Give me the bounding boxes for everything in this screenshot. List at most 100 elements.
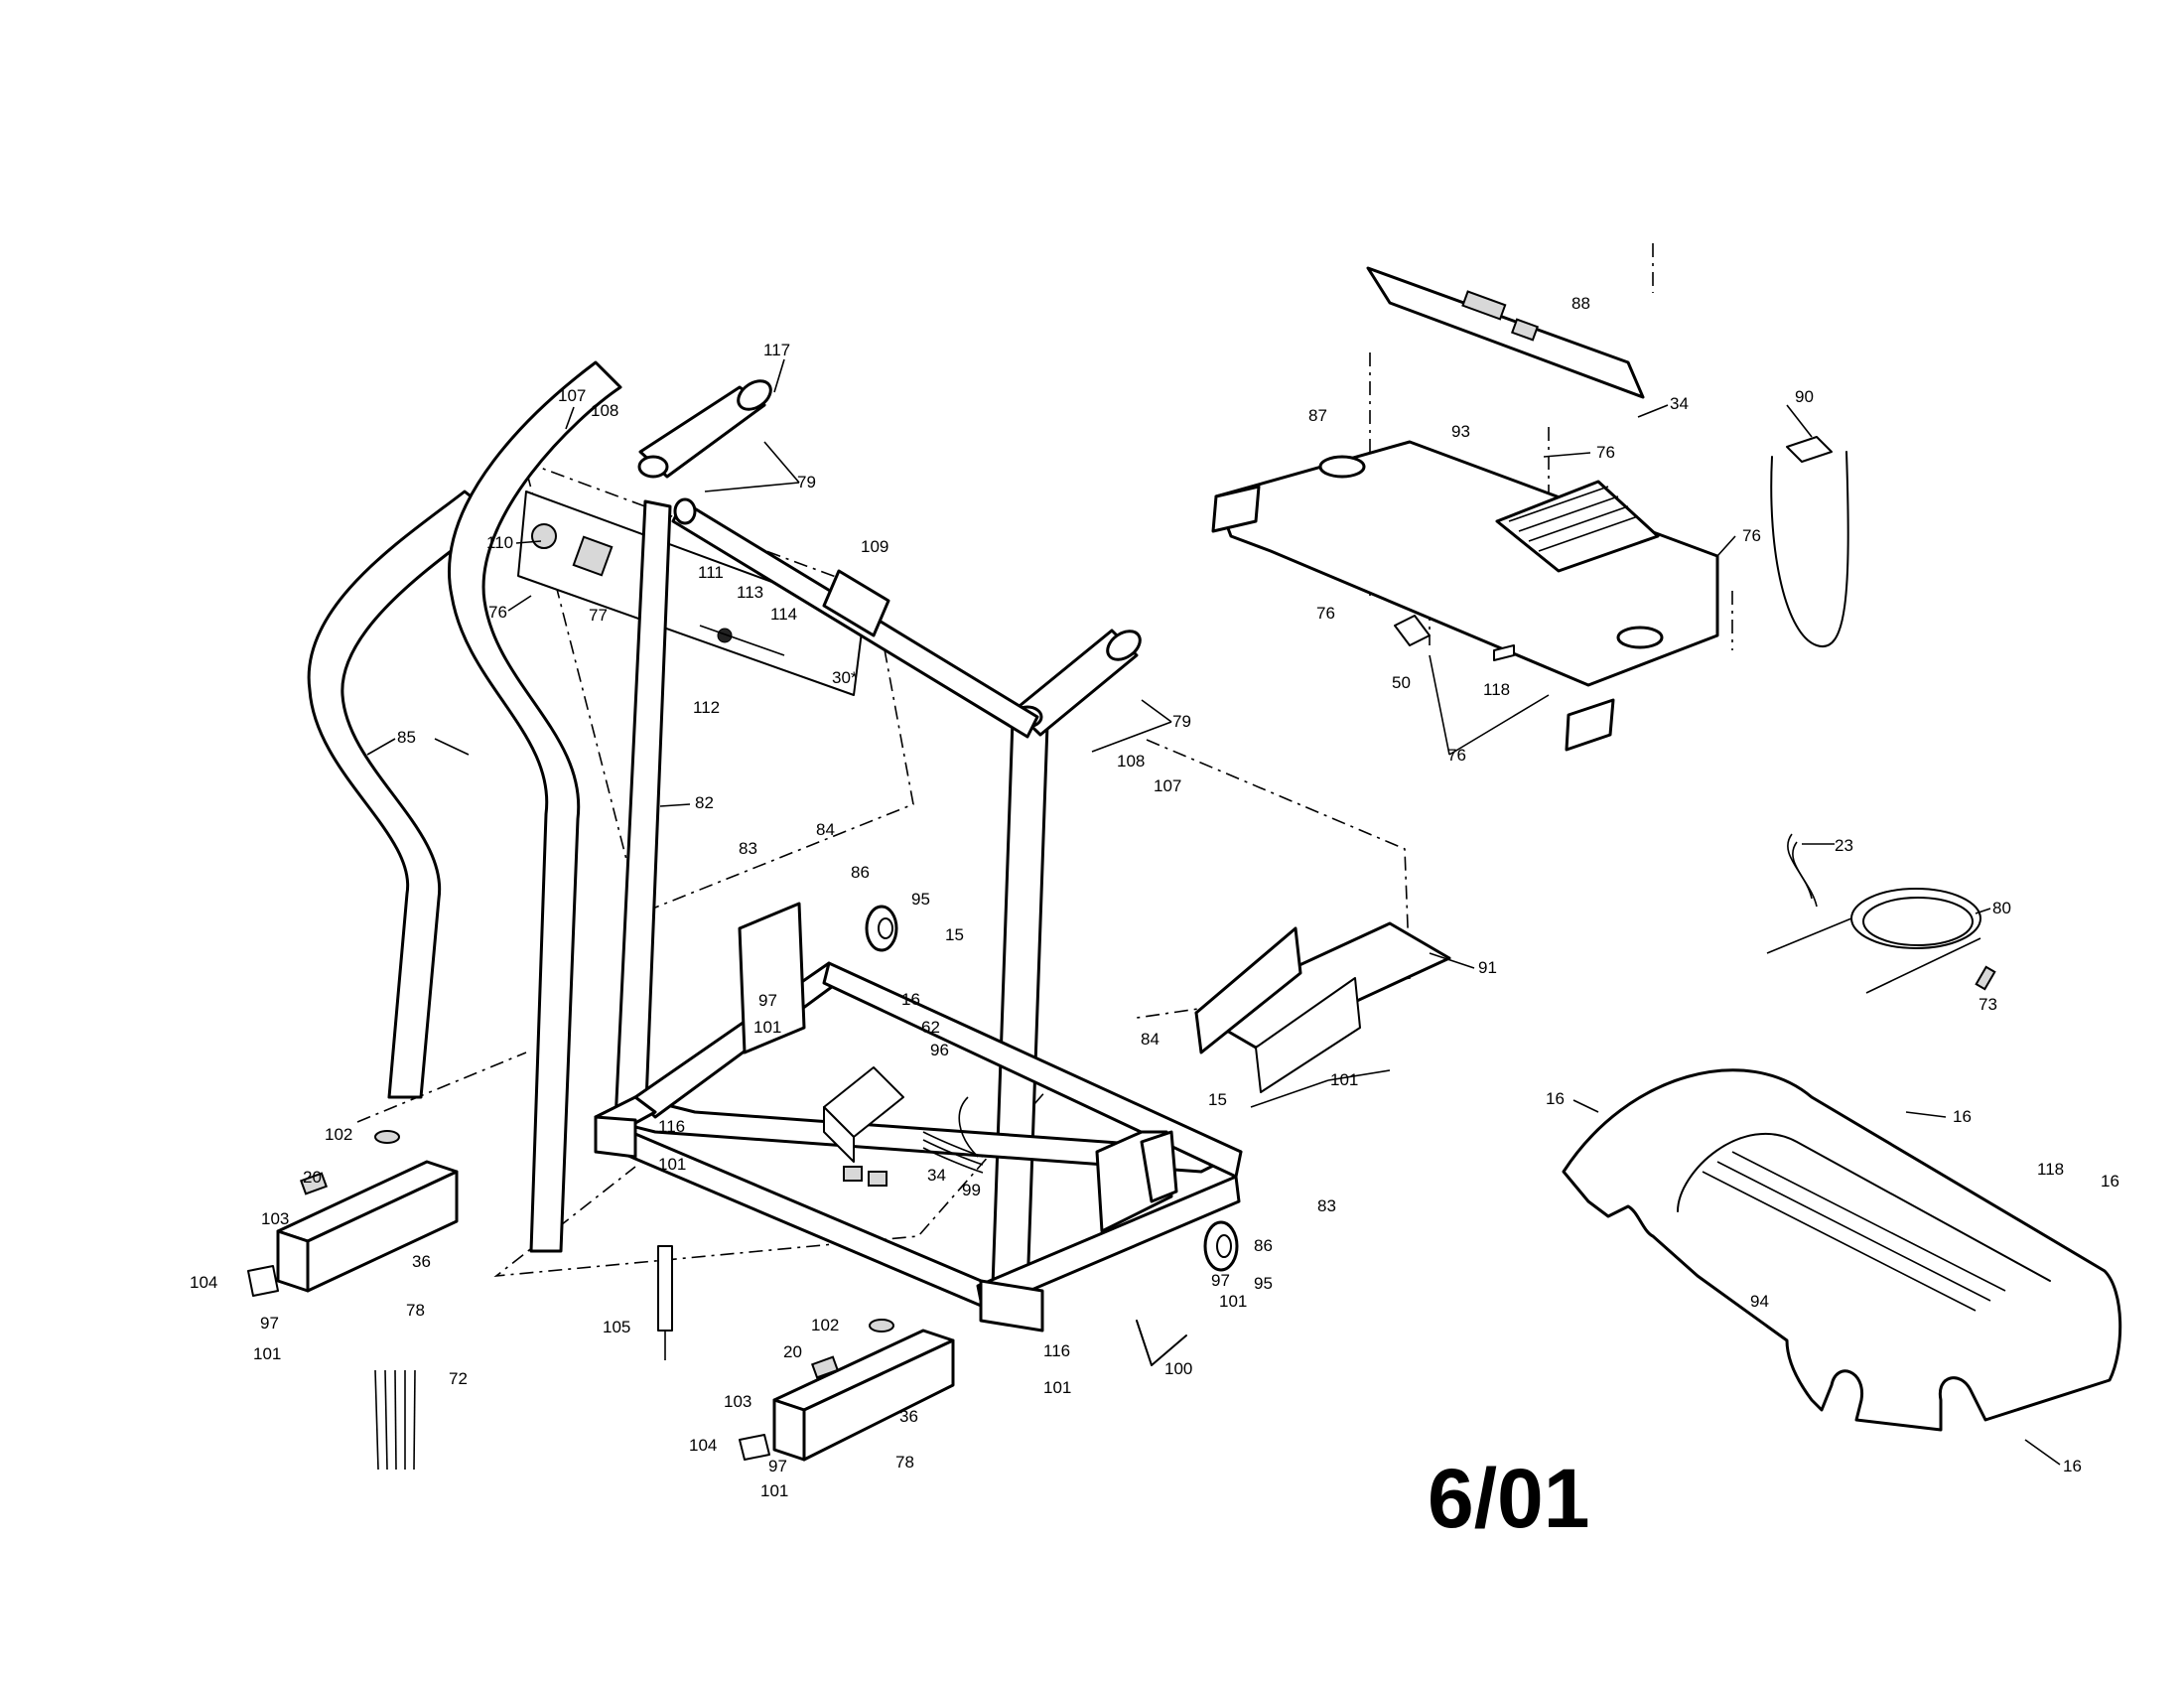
callout-76: 76: [488, 603, 507, 622]
callout-87: 87: [1308, 406, 1327, 425]
callout-102: 102: [325, 1125, 352, 1144]
callout-86: 86: [851, 863, 870, 882]
leader-lines: [366, 358, 2061, 1466]
callout-104: 104: [689, 1436, 717, 1455]
callout-15: 15: [945, 925, 964, 944]
callout-104: 104: [190, 1273, 217, 1292]
callout-labels: 117 107 108 79 110 76 77 111 113 114 112…: [190, 294, 2119, 1500]
callout-101: 101: [253, 1344, 281, 1363]
callout-16: 16: [2101, 1172, 2119, 1191]
stabilizer-left: [247, 1130, 459, 1297]
callout-94: 94: [1750, 1292, 1769, 1311]
callout-111: 111: [698, 563, 724, 582]
callout-72: 72: [449, 1369, 468, 1388]
handlebar-right: [448, 360, 622, 1253]
callout-78: 78: [406, 1301, 425, 1320]
callout-16: 16: [901, 990, 920, 1009]
callout-76: 76: [1742, 526, 1761, 545]
callout-20: 20: [303, 1168, 322, 1187]
callout-34: 34: [1670, 394, 1689, 413]
pulley-wheels: [865, 905, 1239, 1272]
callout-16: 16: [1953, 1107, 1972, 1126]
callout-101: 101: [1043, 1378, 1071, 1397]
callout-91: 91: [1478, 958, 1497, 977]
handlebar-left: [307, 490, 498, 1099]
callout-97: 97: [768, 1457, 787, 1475]
callout-36: 36: [412, 1252, 431, 1271]
callout-83: 83: [739, 839, 757, 858]
wires: [1766, 833, 1996, 994]
callout-108: 108: [591, 401, 618, 420]
callout-107: 107: [1154, 776, 1181, 795]
callout-105: 105: [603, 1318, 630, 1336]
misc-parts: [374, 1245, 1187, 1471]
callout-85: 85: [397, 728, 416, 747]
callout-79: 79: [1172, 712, 1191, 731]
callout-50: 50: [1392, 673, 1411, 692]
callout-118: 118: [1483, 680, 1510, 699]
callout-93: 93: [1451, 422, 1470, 441]
callout-34: 34: [927, 1166, 946, 1185]
callout-101: 101: [658, 1155, 686, 1174]
callout-96: 96: [930, 1041, 949, 1059]
callout-102: 102: [811, 1316, 839, 1334]
callout-77: 77: [589, 606, 608, 625]
callout-110: 110: [486, 533, 513, 552]
callout-82: 82: [695, 793, 714, 812]
callout-16: 16: [1546, 1089, 1565, 1108]
callout-101: 101: [753, 1018, 781, 1037]
callout-116: 116: [1043, 1341, 1070, 1360]
callout-103: 103: [724, 1392, 751, 1411]
callout-112: 112: [693, 698, 720, 717]
decal-plate: [517, 491, 865, 696]
callout-101: 101: [1219, 1292, 1247, 1311]
callout-108: 108: [1117, 752, 1145, 771]
callout-118: 118: [2037, 1160, 2064, 1179]
callout-103: 103: [261, 1209, 289, 1228]
callout-16: 16: [2063, 1457, 2082, 1475]
callout-107: 107: [558, 386, 586, 405]
callout-113: 113: [737, 583, 763, 602]
callout-83: 83: [1317, 1196, 1336, 1215]
callout-97: 97: [758, 991, 777, 1010]
callout-73: 73: [1979, 995, 1997, 1014]
callout-36: 36: [899, 1407, 918, 1426]
callout-90: 90: [1795, 387, 1814, 406]
callout-15: 15: [1208, 1090, 1227, 1109]
callout-99: 99: [962, 1181, 981, 1199]
callout-109: 109: [861, 537, 888, 556]
callout-76: 76: [1596, 443, 1615, 462]
motor-hood: [1562, 1068, 2122, 1432]
wire-harness: [922, 1096, 984, 1174]
callout-117: 117: [763, 341, 790, 359]
callout-116: 116: [658, 1117, 685, 1136]
crossbar: [671, 497, 1039, 739]
callout-84: 84: [1141, 1030, 1160, 1049]
callout-30: 30*: [832, 668, 858, 687]
callout-100: 100: [1164, 1359, 1192, 1378]
callout-76: 76: [1447, 746, 1466, 765]
stabilizer-right: [739, 1319, 955, 1462]
callout-97: 97: [260, 1314, 279, 1333]
callout-88: 88: [1571, 294, 1590, 313]
callout-62: 62: [921, 1018, 940, 1037]
callout-86: 86: [1254, 1236, 1273, 1255]
callout-95: 95: [911, 890, 930, 909]
callout-84: 84: [816, 820, 835, 839]
date-code: 6/01: [1428, 1452, 1590, 1545]
callout-79: 79: [797, 473, 816, 491]
callout-101: 101: [1330, 1070, 1358, 1089]
callout-20: 20: [783, 1342, 802, 1361]
callout-23: 23: [1835, 836, 1853, 855]
callout-78: 78: [895, 1453, 914, 1472]
callout-97: 97: [1211, 1271, 1230, 1290]
callout-80: 80: [1992, 899, 2011, 917]
strap-90: [1770, 436, 1849, 648]
callout-95: 95: [1254, 1274, 1273, 1293]
base-frame: [594, 902, 1243, 1333]
console-assembly: [1211, 266, 1719, 752]
callout-76: 76: [1316, 604, 1335, 623]
callout-114: 114: [770, 605, 797, 624]
callout-101: 101: [760, 1481, 788, 1500]
